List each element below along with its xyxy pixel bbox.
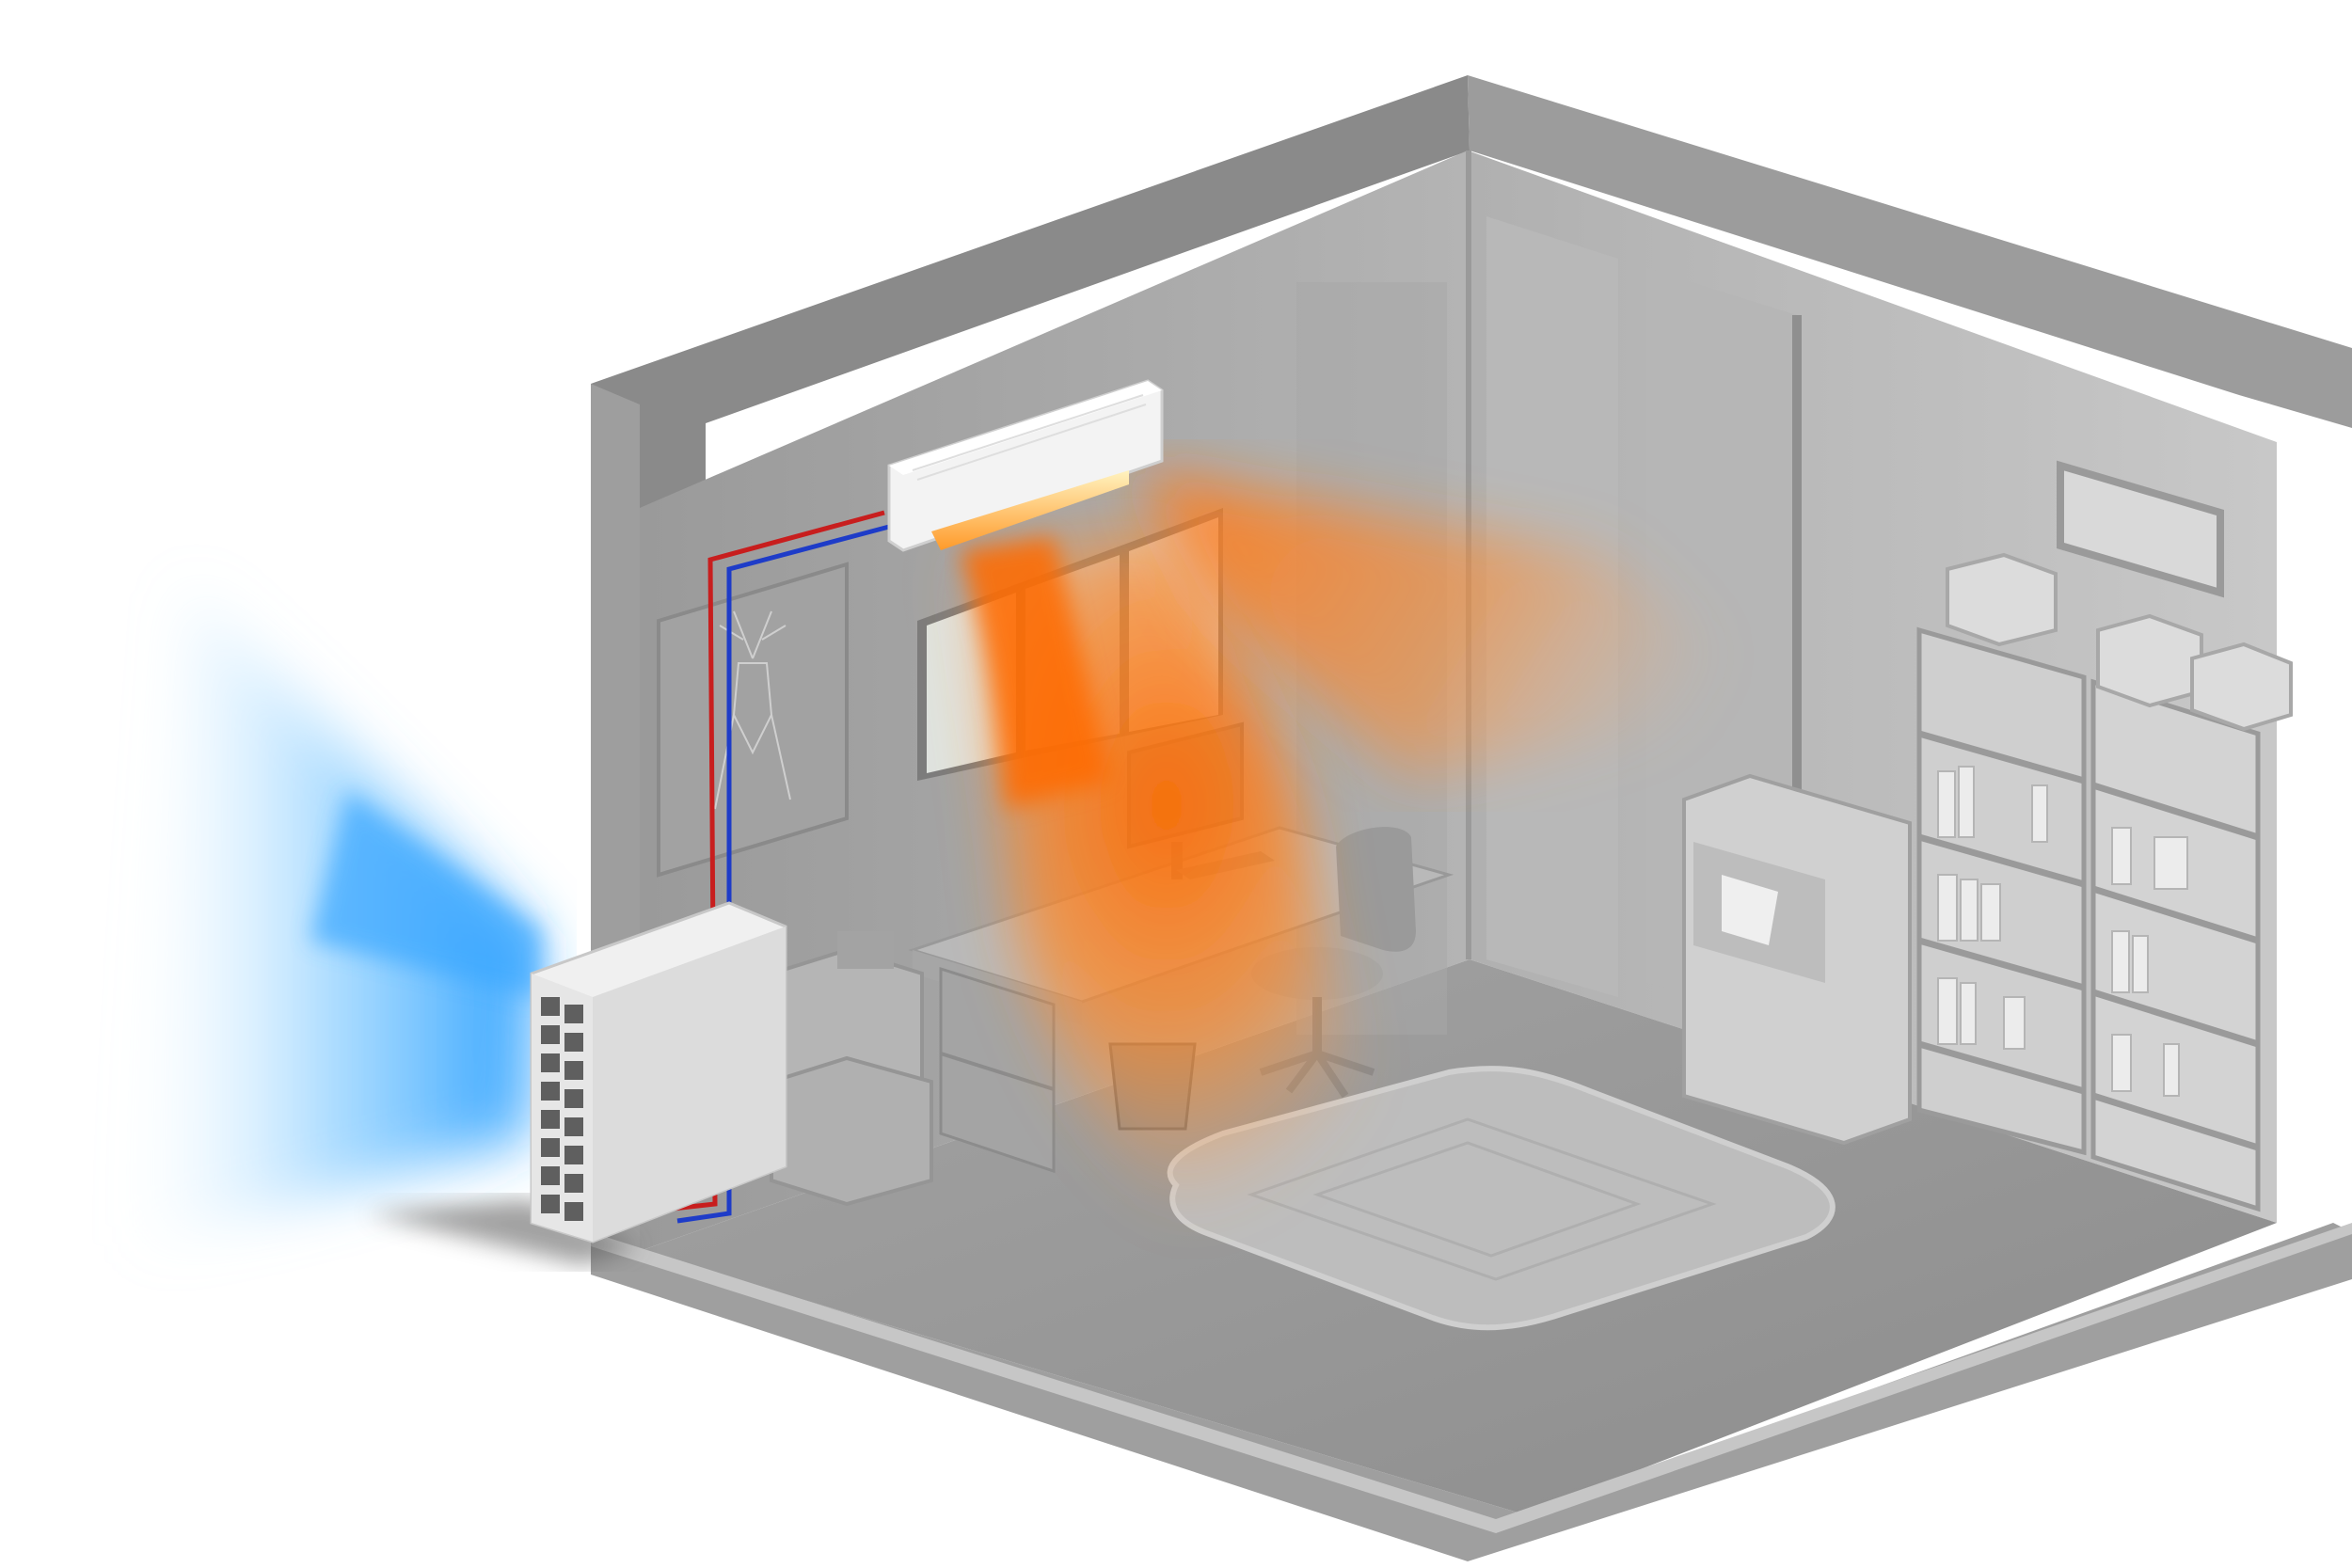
cold-air-flow <box>132 583 541 1251</box>
books <box>1937 766 2188 1097</box>
indoor-unit-vents <box>912 394 1147 481</box>
deer-artwork-icon <box>657 562 849 878</box>
wall-rim-right <box>1468 75 2352 428</box>
bookshelf-icon <box>1916 552 2293 1212</box>
rug-pattern <box>1247 1117 1717 1281</box>
outdoor-heat-pump-icon <box>367 901 787 1265</box>
storage-boxes <box>1946 552 2293 732</box>
hot-pipe <box>672 510 885 1212</box>
wall-rim-left <box>591 75 1470 508</box>
refrigerant-pipes <box>672 510 890 1224</box>
room-shell <box>591 75 2352 1561</box>
indoor-unit-glow <box>931 470 1129 550</box>
outdoor-unit-grille <box>541 997 583 1221</box>
indoor-ac-unit-icon <box>887 379 1164 552</box>
printer-cabinet-icon <box>1682 773 1912 1146</box>
wall-vent-icon <box>2057 460 2224 598</box>
side-boxes <box>770 931 933 1207</box>
warm-air-flow <box>941 470 1788 1223</box>
cold-pipe <box>676 524 890 1224</box>
